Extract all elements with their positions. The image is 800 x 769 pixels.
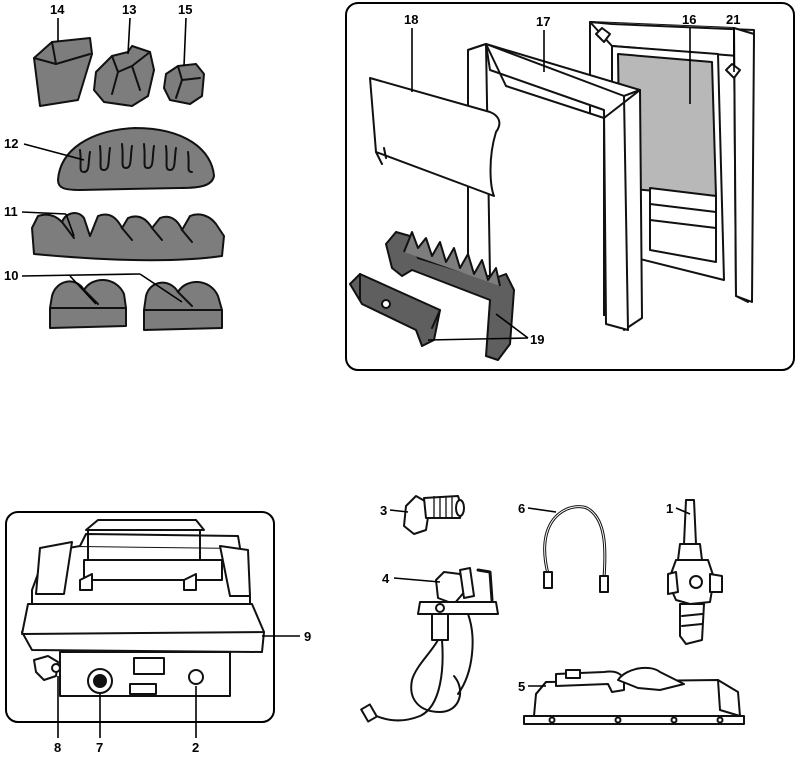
- ember-bed-12: [57, 127, 215, 191]
- label-9: 9: [304, 629, 311, 644]
- fuel-grate-19: [349, 231, 515, 361]
- coal-piece-14: [33, 37, 93, 107]
- assembly-frame-bottom: [5, 511, 275, 723]
- label-18: 18: [404, 12, 418, 27]
- pilot-assembly-4: [360, 567, 499, 723]
- log-10-right: [143, 281, 223, 331]
- label-1: 1: [666, 501, 673, 516]
- burner-tray-5: [523, 666, 745, 725]
- label-7: 7: [96, 740, 103, 755]
- label-11: 11: [4, 204, 18, 219]
- label-10: 10: [4, 268, 18, 283]
- surround-17: [467, 43, 643, 331]
- coal-piece-13: [93, 45, 155, 107]
- coal-piece-15: [163, 63, 205, 105]
- label-16: 16: [682, 12, 696, 27]
- label-13: 13: [122, 2, 136, 17]
- thermocouple-lead-6: [543, 505, 609, 593]
- label-17: 17: [536, 14, 550, 29]
- label-3: 3: [380, 503, 387, 518]
- label-14: 14: [50, 2, 65, 17]
- log-11: [31, 212, 225, 262]
- label-5: 5: [518, 679, 525, 694]
- assembly-frame-top: [345, 2, 795, 371]
- label-4: 4: [382, 571, 390, 586]
- label-2: 2: [192, 740, 199, 755]
- label-8: 8: [54, 740, 61, 755]
- label-21: 21: [726, 12, 740, 27]
- burner-assembly-9: [21, 519, 265, 697]
- label-12: 12: [4, 136, 18, 151]
- label-15: 15: [178, 2, 192, 17]
- label-6: 6: [518, 501, 525, 516]
- log-10-left: [49, 279, 127, 329]
- label-19: 19: [530, 332, 544, 347]
- elbow-connector-3: [403, 495, 465, 535]
- gas-valve-1: [667, 499, 723, 645]
- hood-18: [369, 77, 501, 197]
